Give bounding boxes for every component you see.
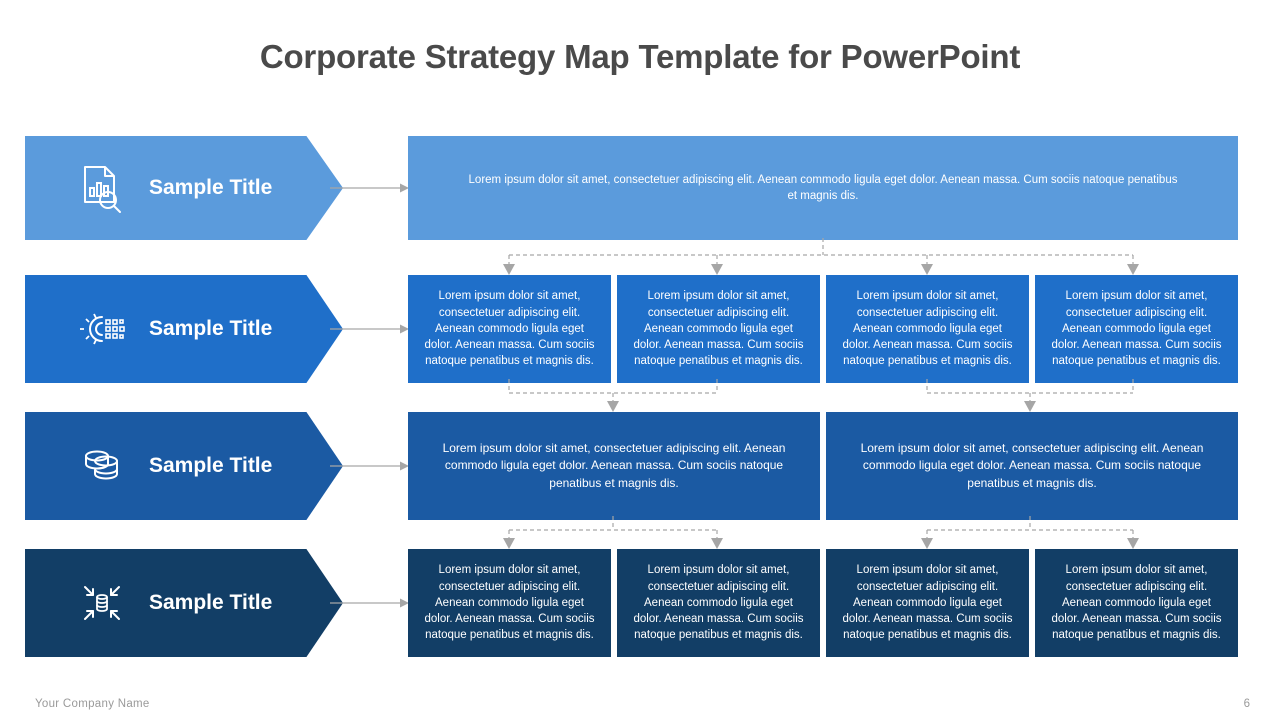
page-title: Corporate Strategy Map Template for Powe… — [259, 38, 1021, 75]
connector-row1-to-row2 — [503, 238, 1139, 275]
feeder-arrow-row-3 — [330, 461, 409, 471]
card-row4-4[interactable]: Lorem ipsum dolor sit amet, consectetuer… — [1035, 549, 1238, 657]
connector-row2-to-row3 — [508, 379, 1134, 412]
sidebar-item-label-row-2: Sample Title — [149, 317, 273, 340]
sidebar-item-label-row-3: Sample Title — [149, 454, 273, 477]
card-row4-1[interactable]: Lorem ipsum dolor sit amet, consectetuer… — [408, 549, 611, 657]
data-consolidation-arrows-icon — [75, 576, 129, 630]
card-row1-1[interactable]: Lorem ipsum dolor sit amet, consectetuer… — [408, 136, 1238, 240]
card-row2-4[interactable]: Lorem ipsum dolor sit amet, consectetuer… — [1035, 275, 1238, 383]
feeder-arrow-row-2 — [330, 324, 409, 334]
cards-row-2: Lorem ipsum dolor sit amet, consectetuer… — [408, 275, 1238, 383]
card-row4-2[interactable]: Lorem ipsum dolor sit amet, consectetuer… — [617, 549, 820, 657]
card-row4-3[interactable]: Lorem ipsum dolor sit amet, consectetuer… — [826, 549, 1029, 657]
document-chart-search-icon — [75, 161, 129, 215]
card-row2-3[interactable]: Lorem ipsum dolor sit amet, consectetuer… — [826, 275, 1029, 383]
card-row3-1[interactable]: Lorem ipsum dolor sit amet, consectetuer… — [408, 412, 820, 520]
card-row3-2[interactable]: Lorem ipsum dolor sit amet, consectetuer… — [826, 412, 1238, 520]
sidebar-item-row-4[interactable]: Sample Title — [25, 549, 343, 657]
cards-row-1: Lorem ipsum dolor sit amet, consectetuer… — [408, 136, 1238, 240]
feeder-arrow-row-1 — [330, 183, 409, 193]
sidebar-item-row-1[interactable]: Sample Title — [25, 136, 343, 240]
sidebar-item-label-row-4: Sample Title — [149, 591, 273, 614]
cards-row-3: Lorem ipsum dolor sit amet, consectetuer… — [408, 412, 1238, 520]
footer-company-name: Your Company Name — [35, 698, 150, 710]
sidebar-item-row-3[interactable]: Sample Title — [25, 412, 343, 520]
strategy-row-3: Sample Title Lorem ipsum dolor sit amet,… — [0, 412, 1280, 520]
strategy-row-4: Sample Title Lorem ipsum dolor sit amet,… — [0, 549, 1280, 657]
sidebar-item-label-row-1: Sample Title — [149, 176, 273, 199]
connector-row3-to-row4 — [503, 516, 1139, 549]
feeder-arrow-row-4 — [330, 598, 409, 608]
sidebar-item-row-2[interactable]: Sample Title — [25, 275, 343, 383]
strategy-row-2: Sample Title Lorem ipsum dolor sit amet,… — [0, 275, 1280, 383]
card-row2-1[interactable]: Lorem ipsum dolor sit amet, consectetuer… — [408, 275, 611, 383]
cards-row-4: Lorem ipsum dolor sit amet, consectetuer… — [408, 549, 1238, 657]
card-row2-2[interactable]: Lorem ipsum dolor sit amet, consectetuer… — [617, 275, 820, 383]
footer-page-number: 6 — [1243, 698, 1250, 710]
gear-digital-transformation-icon — [75, 302, 129, 356]
database-stack-icon — [75, 439, 129, 493]
strategy-row-1: Sample Title Lorem ipsum dolor sit amet,… — [0, 136, 1280, 240]
